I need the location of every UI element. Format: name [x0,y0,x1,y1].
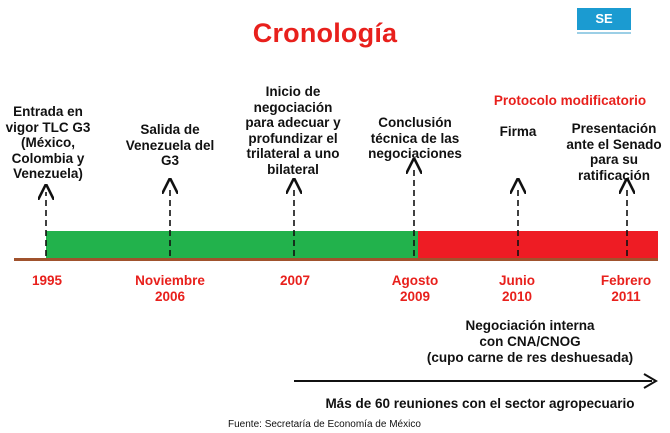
logo-stripe [577,32,631,34]
date-2009: Agosto 2009 [391,273,439,304]
date-1995: 1995 [31,273,63,288]
date-2006: Noviembre 2006 [135,273,205,304]
se-logo: SE [577,8,631,30]
event-label-2010: Firma [499,124,537,139]
date-2011: Febrero 2011 [600,273,652,304]
negociacion-interna-text: Negociación interna con CNA/CNOG (cupo c… [426,318,634,365]
event-label-2009: Conclusión técnica de las negociaciones [368,115,462,161]
source-note: Fuente: Secretaría de Economía de México [228,419,421,430]
red-period-bar [418,231,658,259]
timeline-baseline [14,258,658,261]
event-label-2006: Salida de Venezuela del G3 [125,122,215,168]
green-period-bar [46,231,418,259]
event-label-2007: Inicio de negociación para adecuar y pro… [245,84,341,177]
event-label-1995: Entrada en vigor TLC G3 (México, Colombi… [5,104,91,181]
page-title: Cronología [252,18,398,48]
date-2007: 2007 [279,273,311,288]
date-2010: Junio 2010 [499,273,535,304]
event-label-2011: Presentación ante el Senado para su rati… [566,121,662,183]
reuniones-text: Más de 60 reuniones con el sector agrope… [325,396,635,411]
protocolo-heading: Protocolo modificatorio [493,93,647,108]
reuniones-arrow-head [643,373,658,389]
